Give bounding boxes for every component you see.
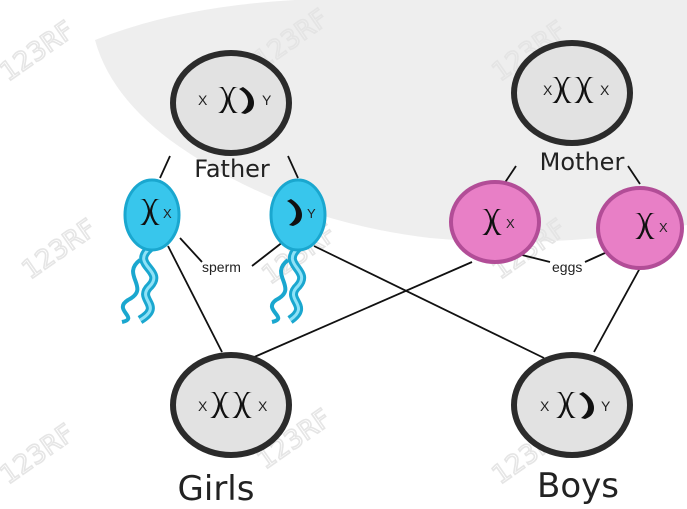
sperm-x: X [120, 178, 181, 324]
line-sperm-x-to-girls [167, 245, 223, 353]
mother-label: Mother [540, 148, 625, 176]
line-mother-to-egg-2 [627, 165, 641, 185]
line-egg-to-girls [251, 261, 473, 359]
egg-2-chrom-label: X [659, 220, 668, 235]
father-chrom-left-label: X [198, 92, 208, 108]
watermark-text: 123RF [0, 16, 80, 88]
egg-1: X [449, 180, 541, 264]
boys-cell: X Y [511, 352, 633, 458]
sperm-x-chrom-label: X [163, 206, 172, 221]
boys-chrom-left-label: X [540, 398, 550, 414]
father-chrom-right-label: Y [262, 92, 272, 108]
watermark-text: 123RF [17, 214, 102, 286]
eggs-label: eggs [552, 259, 582, 275]
mother-chrom-left-label: X [543, 82, 553, 98]
girls-chrom-left-label: X [198, 398, 208, 414]
line-sperm-y-to-boys [313, 245, 545, 359]
boys-chrom-right-label: Y [601, 398, 611, 414]
watermark-text: 123RF [0, 419, 80, 491]
girls-cell: X X [170, 352, 292, 458]
girls-chrom-right-label: X [258, 398, 268, 414]
sperm-label: sperm [202, 259, 241, 275]
father-label: Father [194, 155, 270, 183]
father-cell: X Y [170, 50, 292, 156]
line-egg-to-boys [593, 267, 641, 353]
line-father-to-sperm-y [287, 155, 299, 179]
egg-2: X [596, 186, 684, 270]
sperm-y: Y [269, 178, 327, 324]
egg-1-chrom-label: X [506, 216, 515, 231]
boys-label: Boys [537, 466, 619, 506]
line-father-to-sperm-x [159, 155, 171, 179]
sperm-label-leader-left [179, 237, 203, 263]
girls-label: Girls [178, 469, 255, 509]
line-mother-to-egg-1 [503, 165, 517, 185]
mother-cell: X X [511, 40, 633, 146]
sperm-y-chrom-label: Y [307, 206, 316, 221]
mother-chrom-right-label: X [600, 82, 610, 98]
